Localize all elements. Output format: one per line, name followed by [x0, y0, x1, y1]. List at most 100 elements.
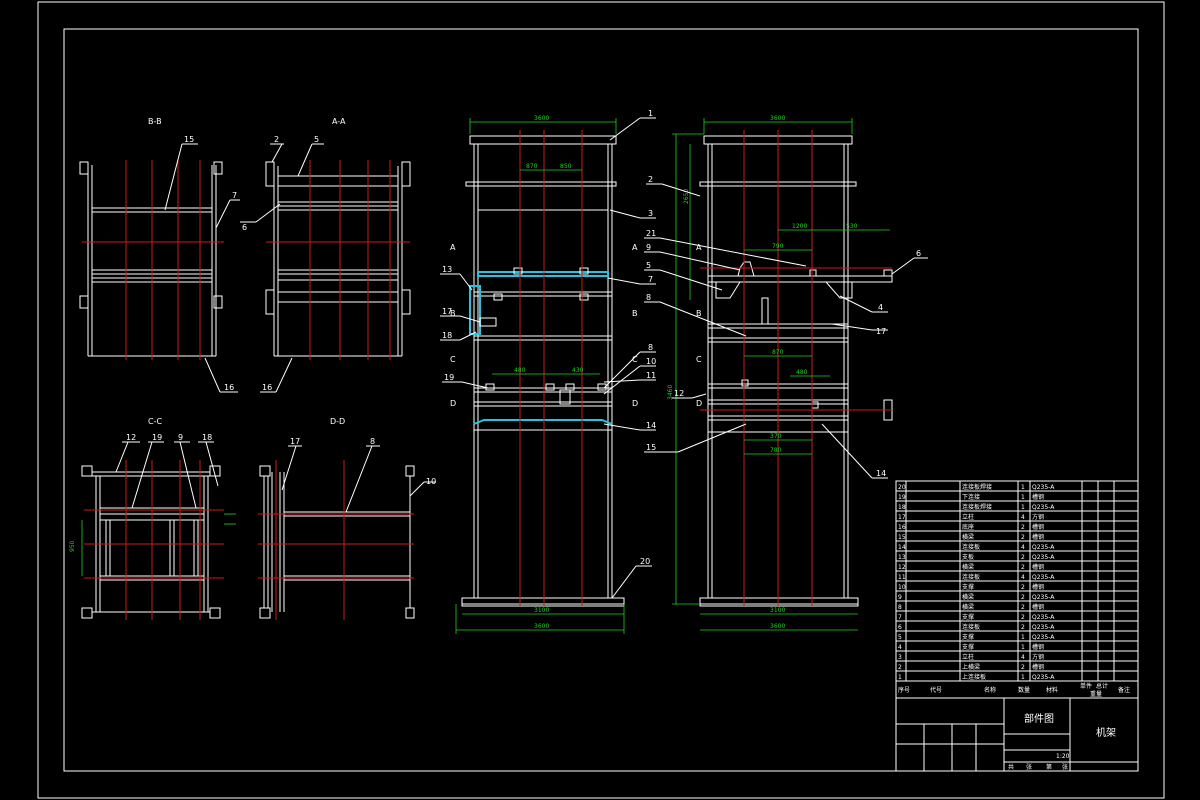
callout-3: 3: [648, 209, 653, 218]
part-material: Q235-A: [1032, 544, 1055, 551]
callout-12-side: 12: [674, 389, 684, 398]
dim-side-f: 370: [770, 433, 782, 440]
part-qty: 2: [1021, 534, 1025, 541]
callout-19-front: 19: [444, 373, 454, 382]
part-no: 3: [898, 654, 902, 661]
part-material: Q235-A: [1032, 674, 1055, 681]
part-qty: 1: [1021, 494, 1025, 501]
part-qty: 1: [1021, 484, 1025, 491]
dim-side-c: 790: [772, 243, 784, 250]
dim-front-c: 480: [514, 367, 526, 374]
part-name: 横梁: [962, 533, 974, 541]
callout-8: 8: [370, 437, 375, 446]
view-cc-label: C-C: [148, 417, 162, 426]
part-no: 16: [898, 524, 906, 531]
drawing-title: 部件图: [1024, 712, 1054, 725]
callout-15-side: 15: [646, 443, 656, 452]
dim-side-a: 1200: [792, 223, 807, 230]
dim-front-bottom-outer: 3600: [534, 623, 549, 630]
part-no: 2: [898, 664, 902, 671]
callout-14: 14: [646, 421, 656, 430]
part-no: 10: [898, 584, 906, 591]
callout-17-side: 17: [876, 327, 886, 336]
part-material: Q235-A: [1032, 594, 1055, 601]
part-qty: 2: [1021, 614, 1025, 621]
sheet-outer-border: [37, 1, 1165, 799]
dim-front-a: 870: [526, 163, 538, 170]
view-bb-label: B-B: [148, 117, 162, 126]
header-material: 材料: [1046, 686, 1058, 694]
header-weight: 重量: [1090, 690, 1102, 698]
part-no: 17: [898, 514, 906, 521]
dim-side-bottom-inner: 3100: [770, 607, 785, 614]
header-total-weight: 总计: [1096, 682, 1108, 690]
callout-4: 4: [878, 303, 883, 312]
part-name: 立柱: [962, 653, 974, 661]
part-no: 8: [898, 604, 902, 611]
callout-2: 2: [274, 135, 279, 144]
dim-side-b: 530: [846, 223, 858, 230]
header-unit-weight: 单件: [1080, 682, 1092, 690]
dim-side-g: 780: [770, 447, 782, 454]
dim-front-top: 3600: [534, 115, 549, 122]
part-material: Q235-A: [1032, 614, 1055, 621]
header-qty: 数量: [1018, 686, 1030, 694]
part-name: 连接板: [962, 573, 980, 581]
callout-1: 1: [648, 109, 653, 118]
part-no: 20: [898, 484, 906, 491]
section-mark-d-left: D: [450, 399, 456, 408]
callout-2-side: 2: [648, 175, 653, 184]
section-mark-a-left: A: [450, 243, 456, 252]
part-no: 15: [898, 534, 906, 541]
part-no: 12: [898, 564, 906, 571]
callout-5-side: 5: [646, 261, 651, 270]
part-material: 方钢: [1032, 653, 1044, 661]
dim-side-e: 480: [796, 369, 808, 376]
section-mark-d-side: D: [696, 399, 702, 408]
callout-5: 5: [314, 135, 319, 144]
part-name: 连接板: [962, 623, 980, 631]
part-no: 11: [898, 574, 906, 581]
callout-15: 15: [184, 135, 194, 144]
part-qty: 1: [1021, 634, 1025, 641]
part-no: 6: [898, 624, 902, 631]
part-no: 18: [898, 504, 906, 511]
callout-16-aa: 16: [262, 383, 272, 392]
part-name: 立柱: [962, 513, 974, 521]
callout-17: 17: [290, 437, 300, 446]
part-qty: 1: [1021, 504, 1025, 511]
callout-14-side: 14: [876, 469, 886, 478]
section-mark-b-left: B: [450, 309, 456, 318]
part-no: 19: [898, 494, 906, 501]
part-name: 横梁: [962, 603, 974, 611]
part-material: 槽钢: [1032, 533, 1044, 541]
footer-sheets: 张: [1026, 763, 1032, 771]
part-name: 机架: [1096, 726, 1116, 739]
callout-17-front: 17: [442, 307, 452, 316]
section-mark-a-side: A: [696, 243, 702, 252]
footer-number: 第: [1046, 763, 1052, 771]
callout-18: 18: [202, 433, 212, 442]
part-qty: 2: [1021, 554, 1025, 561]
dim-side-bottom-outer: 3600: [770, 623, 785, 630]
part-material: 槽钢: [1032, 643, 1044, 651]
footer-total: 共: [1008, 763, 1014, 771]
callout-9: 9: [178, 433, 183, 442]
part-material: Q235-A: [1032, 554, 1055, 561]
part-qty: 2: [1021, 664, 1025, 671]
part-name: 横梁: [962, 563, 974, 571]
dim-front-bottom-inner: 3100: [534, 607, 549, 614]
view-cc: C-C 950 12 19: [69, 417, 236, 620]
